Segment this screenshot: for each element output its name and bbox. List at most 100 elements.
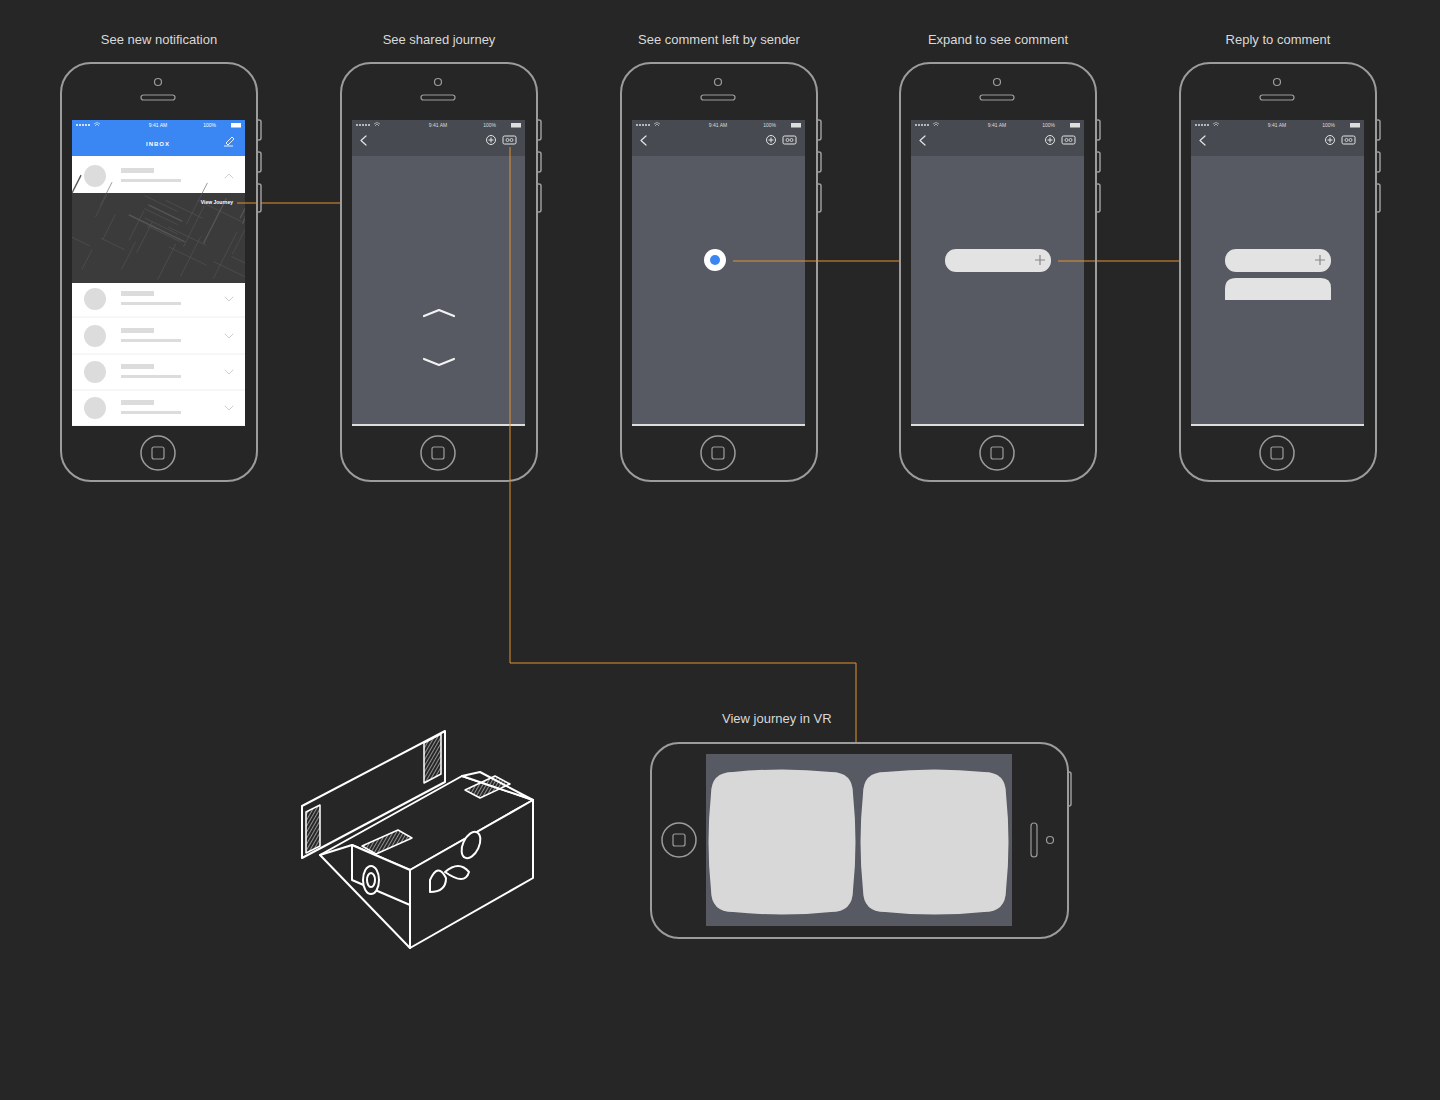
status-battery: 100% xyxy=(1322,123,1335,128)
avatar xyxy=(84,288,106,310)
map-street xyxy=(214,262,245,285)
avatar xyxy=(84,397,106,419)
leader-line xyxy=(733,261,817,262)
title: See new notification xyxy=(60,33,258,46)
status-battery: 100% xyxy=(763,123,776,128)
add-icon xyxy=(767,136,776,145)
screen xyxy=(72,120,245,426)
signal-dot xyxy=(359,124,361,126)
add-icon-plus xyxy=(489,138,494,143)
map-street xyxy=(82,250,92,270)
map-street xyxy=(72,237,90,246)
map-street xyxy=(240,166,245,218)
wifi-icon xyxy=(94,123,100,127)
chevron-icon xyxy=(920,136,925,145)
camera xyxy=(1047,837,1054,844)
title: Reply to comment xyxy=(1179,33,1377,46)
wifi-icon xyxy=(1213,123,1219,127)
lens-hole xyxy=(458,829,484,861)
camera xyxy=(994,79,1001,86)
signal-dot xyxy=(76,124,78,126)
map-street xyxy=(103,215,115,239)
phone-screen: See new notification9:41 AM100%INBOXView… xyxy=(60,62,258,482)
row-divider xyxy=(72,426,245,427)
home-button xyxy=(421,436,455,470)
vr-icon-lenses xyxy=(786,139,793,142)
speaker xyxy=(701,95,735,100)
add-icon-plus xyxy=(769,138,774,143)
battery-icon xyxy=(791,123,801,128)
status-time: 9:41 AM xyxy=(709,123,727,128)
wifi-icon xyxy=(374,123,380,127)
status-time: 9:41 AM xyxy=(1268,123,1286,128)
map-street xyxy=(137,222,153,253)
add-icon-plus xyxy=(1328,138,1333,143)
signal-dot xyxy=(924,124,926,126)
signal-dot xyxy=(642,124,644,126)
signal-dot xyxy=(82,124,84,126)
row-divider xyxy=(72,354,245,355)
home-square xyxy=(991,447,1003,459)
home-button xyxy=(141,436,175,470)
phone-screen: See comment left by sender9:41 AM100% xyxy=(620,62,818,482)
preview-bar xyxy=(121,375,181,378)
chevron-icon xyxy=(225,297,233,301)
phone-screen: See shared journey9:41 AM100% xyxy=(340,62,538,482)
title: View journey in VR xyxy=(722,712,832,725)
home-button xyxy=(662,823,696,857)
compose-icon xyxy=(224,137,234,146)
camera xyxy=(1274,79,1281,86)
name-bar xyxy=(121,328,154,333)
status-time: 9:41 AM xyxy=(149,123,167,128)
status-battery: 100% xyxy=(203,123,216,128)
signal-dot xyxy=(365,124,367,126)
chevron-icon xyxy=(424,310,454,316)
cardboard-viewer xyxy=(302,731,533,948)
camera xyxy=(715,79,722,86)
vr-phone-drawing xyxy=(650,742,1069,939)
chevron-icon xyxy=(361,136,366,145)
signal-dot xyxy=(85,124,87,126)
add-icon xyxy=(487,136,496,145)
signal-dot xyxy=(1201,124,1203,126)
map-street xyxy=(147,226,181,242)
screen xyxy=(706,754,1012,926)
add-icon-plus xyxy=(1048,138,1053,143)
map-street xyxy=(158,244,176,279)
avatar xyxy=(84,165,106,187)
signal-dot xyxy=(636,124,638,126)
map-street xyxy=(72,175,81,193)
velcro-tab xyxy=(424,734,441,783)
home-button xyxy=(980,436,1014,470)
flow-connector xyxy=(258,203,340,204)
speaker xyxy=(1260,95,1294,100)
reply-bubble xyxy=(1225,278,1331,300)
screen-edge xyxy=(352,424,525,426)
header-bar xyxy=(72,120,245,156)
screen xyxy=(1191,120,1364,426)
inbox-header: INBOX xyxy=(146,141,170,147)
signal-dot xyxy=(921,124,923,126)
screen xyxy=(911,120,1084,426)
vr-icon xyxy=(503,136,516,144)
comment-marker xyxy=(704,249,726,271)
vr-icon-lenses xyxy=(1065,139,1072,142)
lens-hole xyxy=(363,866,379,894)
nav-bar xyxy=(632,120,805,156)
signal-dot xyxy=(918,124,920,126)
map-street xyxy=(168,227,206,245)
map-street xyxy=(100,182,112,206)
home-square xyxy=(1271,447,1283,459)
flow-connector xyxy=(1097,261,1179,262)
map-street xyxy=(95,194,107,217)
phone-outline xyxy=(621,63,817,481)
avatar xyxy=(84,325,106,347)
vr-phone: View journey in VR xyxy=(650,742,1069,939)
comment-bubble xyxy=(1225,249,1331,272)
phone-outline xyxy=(1180,63,1376,481)
nav-bar xyxy=(1191,120,1364,156)
vr-icon xyxy=(1342,136,1355,144)
row-divider xyxy=(72,317,245,318)
comment-bubble xyxy=(945,249,1051,272)
signal-dot xyxy=(79,124,81,126)
